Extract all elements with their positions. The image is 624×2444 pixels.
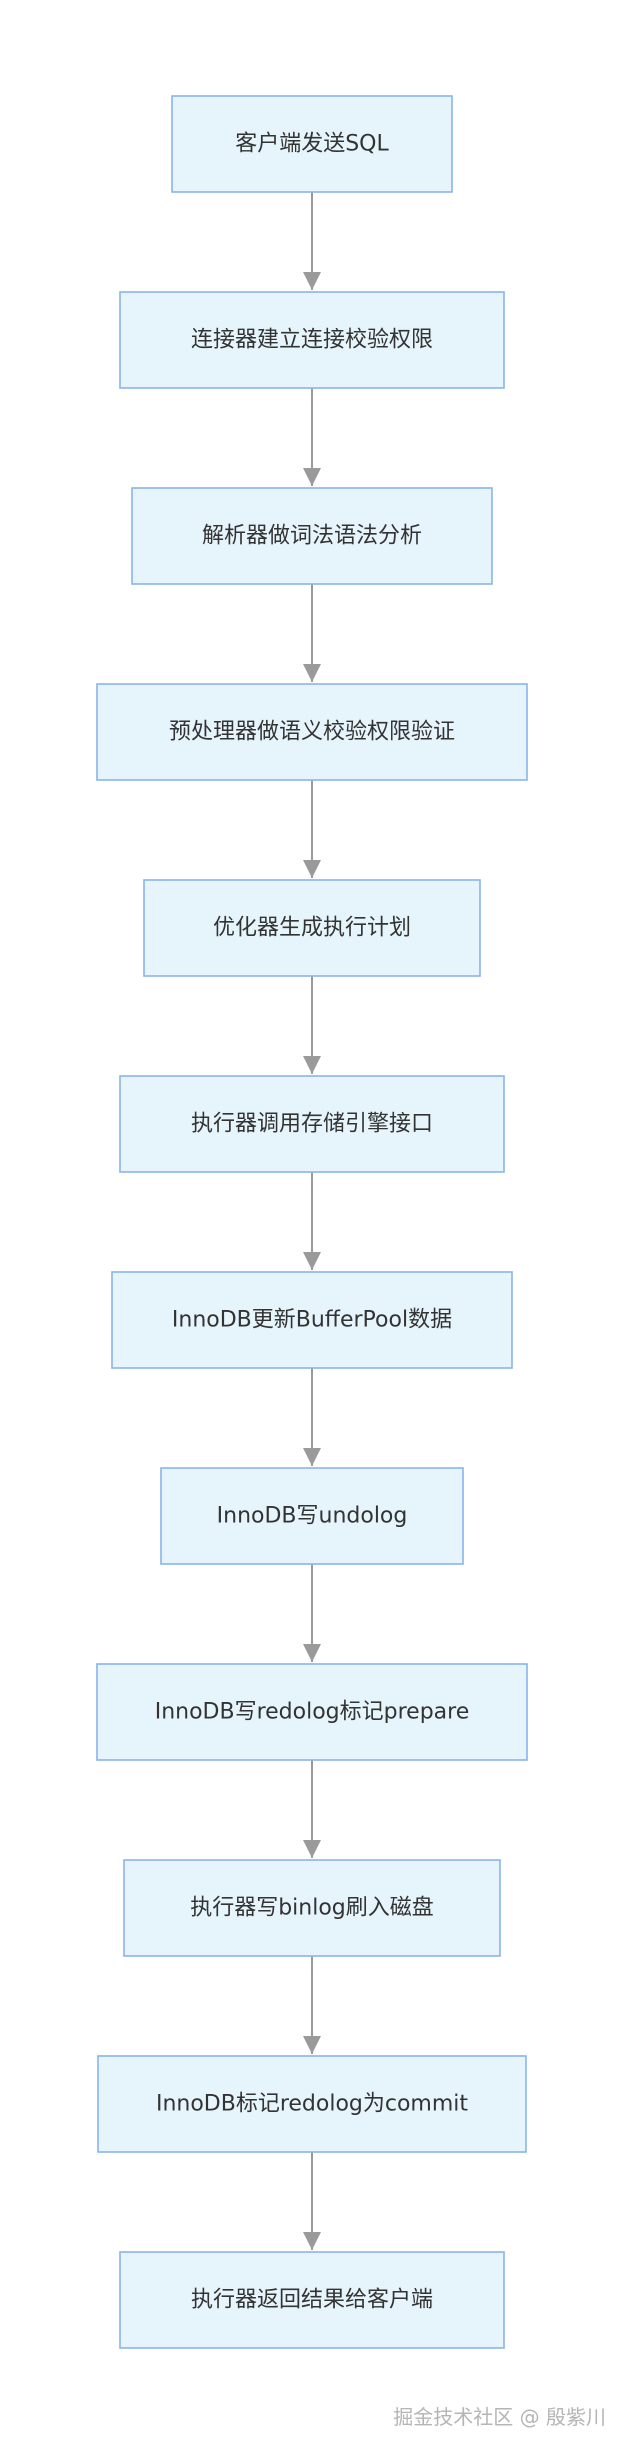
flow-step-label: InnoDB标记redolog为commit: [156, 2092, 468, 2117]
flow-step-8: InnoDB写undolog: [160, 1467, 464, 1565]
flow-step-box: [160, 1467, 464, 1565]
flow-step-9: InnoDB写redolog标记prepare: [96, 1663, 528, 1761]
flow-step-label: 客户端发送SQL: [235, 132, 389, 157]
flow-step-label: 优化器生成执行计划: [213, 916, 411, 941]
flow-step-box: [97, 2055, 527, 2153]
flow-step-10: 执行器写binlog刷入磁盘: [123, 1859, 501, 1957]
flow-step-label: InnoDB写undolog: [217, 1504, 408, 1529]
flow-step-box: [119, 1075, 505, 1173]
flow-step-box: [111, 1271, 513, 1369]
flow-step-label: InnoDB写redolog标记prepare: [155, 1700, 470, 1725]
flow-step-box: [96, 683, 528, 781]
flow-step-box: [171, 95, 453, 193]
flow-step-box: [119, 2251, 505, 2349]
flow-step-4: 预处理器做语义校验权限验证: [96, 683, 528, 781]
flow-step-5: 优化器生成执行计划: [143, 879, 481, 977]
flow-step-label: 执行器返回结果给客户端: [191, 2288, 433, 2313]
flow-step-3: 解析器做词法语法分析: [131, 487, 493, 585]
flow-step-label: 解析器做词法语法分析: [202, 524, 422, 549]
flow-step-box: [119, 291, 505, 389]
flow-step-box: [143, 879, 481, 977]
flow-step-1: 客户端发送SQL: [171, 95, 453, 193]
flow-step-box: [96, 1663, 528, 1761]
flow-step-label: 连接器建立连接校验权限: [191, 328, 433, 353]
watermark: 掘金技术社区 @ 殷紫川: [393, 2405, 606, 2429]
flow-step-label: InnoDB更新BufferPool数据: [172, 1308, 452, 1333]
flow-step-11: InnoDB标记redolog为commit: [97, 2055, 527, 2153]
flow-step-box: [131, 487, 493, 585]
flow-step-2: 连接器建立连接校验权限: [119, 291, 505, 389]
flow-step-box: [123, 1859, 501, 1957]
flow-step-label: 执行器写binlog刷入磁盘: [190, 1896, 434, 1921]
flow-step-7: InnoDB更新BufferPool数据: [111, 1271, 513, 1369]
flow-step-label: 预处理器做语义校验权限验证: [169, 720, 455, 745]
flow-step-12: 执行器返回结果给客户端: [119, 2251, 505, 2349]
flow-step-6: 执行器调用存储引擎接口: [119, 1075, 505, 1173]
flow-step-label: 执行器调用存储引擎接口: [191, 1112, 433, 1137]
